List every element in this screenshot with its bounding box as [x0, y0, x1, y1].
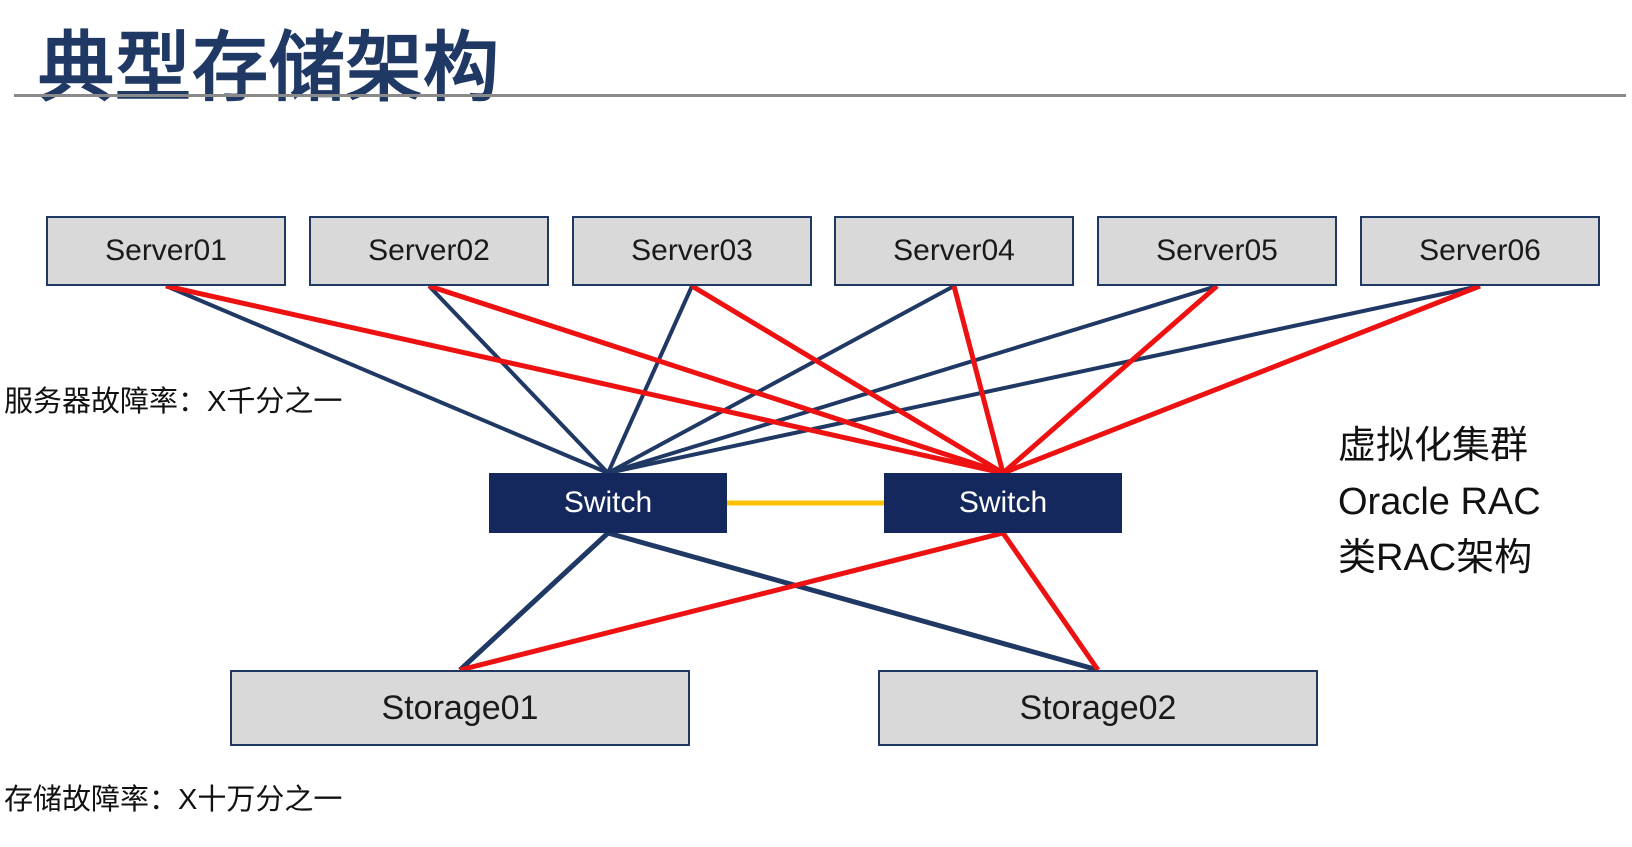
server-label: Server05: [1156, 234, 1278, 267]
connection-line-switch2-storage2: [1000, 531, 1101, 672]
server-label: Server04: [893, 234, 1015, 267]
connection-line-server3-switch1: [606, 285, 694, 474]
server-label: Server02: [368, 234, 490, 267]
cluster-note: 虚拟化集群 Oracle RAC 类RAC架构: [1338, 418, 1541, 586]
storage-node-01: Storage01: [230, 670, 690, 746]
connection-line-switch1-storage1: [458, 531, 610, 672]
switch-label: Switch: [563, 486, 653, 519]
server-node-05: Server05: [1097, 216, 1337, 286]
connection-line-server4-switch2: [951, 285, 1006, 474]
connection-line-server2-switch1: [427, 284, 610, 475]
connection-line-switch1-storage2: [607, 530, 1099, 673]
switch-node-left: Switch: [489, 473, 727, 533]
connection-line-server5-switch2: [1001, 284, 1219, 475]
title-divider: [14, 94, 1626, 97]
server-node-06: Server06: [1360, 216, 1600, 286]
connection-line-server5-switch1: [607, 284, 1218, 475]
storage-node-02: Storage02: [878, 670, 1318, 746]
connection-line-server3-switch2: [690, 283, 1005, 476]
server-label: Server01: [105, 234, 227, 267]
connection-line-server4-switch1: [607, 284, 955, 475]
connection-line-server2-switch2: [428, 283, 1004, 476]
server-label: Server06: [1419, 234, 1541, 267]
storage-failure-rate-label: 存储故障率：X十万分之一: [4, 784, 343, 816]
server-failure-rate-label: 服务器故障率：X千分之一: [4, 386, 343, 418]
storage-label: Storage02: [1019, 688, 1177, 727]
connection-line-switch2-storage1: [459, 530, 1004, 673]
switch-label: Switch: [958, 486, 1048, 519]
server-label: Server03: [631, 234, 753, 267]
storage-label: Storage01: [381, 688, 539, 727]
server-node-02: Server02: [309, 216, 549, 286]
server-node-03: Server03: [572, 216, 812, 286]
server-node-04: Server04: [834, 216, 1074, 286]
server-node-01: Server01: [46, 216, 286, 286]
cluster-note-line-1: 虚拟化集群: [1338, 425, 1529, 467]
cluster-note-line-3: 类RAC架构: [1338, 537, 1533, 579]
cluster-note-line-2: Oracle RAC: [1338, 481, 1541, 523]
page-title: 典型存储架构: [38, 26, 500, 111]
switch-node-right: Switch: [884, 473, 1122, 533]
